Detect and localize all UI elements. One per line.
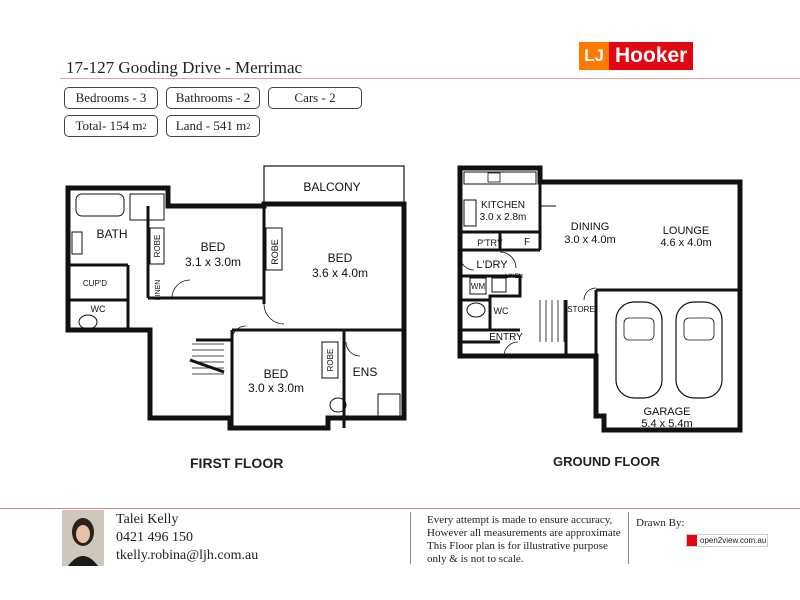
cars-text: Cars - 2 bbox=[294, 90, 336, 105]
car-2 bbox=[675, 301, 723, 399]
cupd-label: CUP'D bbox=[83, 279, 107, 288]
footer-divider-2 bbox=[628, 512, 629, 564]
wm-label: WM bbox=[471, 282, 486, 291]
agent-name: Talei Kelly bbox=[116, 512, 179, 527]
ens-label: ENS bbox=[353, 365, 378, 379]
car-1 bbox=[615, 301, 663, 399]
total-sq-mark: 2 bbox=[142, 121, 147, 131]
ground-floor-stairs bbox=[539, 300, 565, 342]
robe2-outline bbox=[265, 227, 283, 271]
ground-floor-labels: KITCHEN 3.0 x 2.8m P'TRY F DINING 3.0 x … bbox=[471, 200, 712, 430]
bath-vanity bbox=[71, 231, 83, 255]
drawn-by-label: Drawn By: bbox=[636, 517, 685, 529]
first-floor-plan bbox=[65, 165, 407, 431]
disclaimer-line-3: This Floor plan is for illustrative purp… bbox=[427, 540, 608, 552]
total-area-text: Total- 154 m bbox=[75, 118, 143, 133]
robe3-outline bbox=[321, 341, 339, 379]
property-address: 17-127 Gooding Drive - Merrimac bbox=[66, 58, 303, 77]
lounge-dimensions: 4.6 x 4.0m bbox=[660, 237, 711, 249]
disclaimer-line-1: Every attempt is made to ensure accuracy… bbox=[427, 514, 613, 526]
open2view-icon bbox=[687, 535, 697, 546]
robe1-outline bbox=[149, 227, 165, 265]
balcony-label: BALCONY bbox=[303, 180, 360, 194]
header-divider bbox=[60, 78, 800, 79]
shower-fixture bbox=[129, 193, 165, 221]
car-1-windscreen bbox=[623, 317, 655, 341]
garage-label: GARAGE bbox=[643, 406, 690, 418]
first-floor-stairs bbox=[192, 343, 224, 375]
kitchen-sink bbox=[487, 172, 501, 183]
agent-photo bbox=[62, 510, 104, 566]
pantry-label: P'TRY bbox=[477, 238, 503, 248]
kitchen-label: KITCHEN bbox=[481, 200, 525, 211]
footer-divider-1 bbox=[410, 512, 411, 564]
agent-phone[interactable]: 0421 496 150 bbox=[116, 530, 193, 545]
logo-mark: LJ bbox=[579, 42, 609, 70]
first-floor-labels: BALCONY BATH ROBE BED 3.1 x 3.0m ROBE BE… bbox=[83, 180, 377, 395]
ground-floor-internal-walls bbox=[460, 182, 740, 356]
kitchen-cooktop bbox=[463, 199, 477, 227]
first-floor-internal-walls bbox=[68, 206, 404, 428]
bed2-dimensions: 3.6 x 4.0m bbox=[312, 266, 368, 280]
ensuite-shower bbox=[377, 393, 401, 417]
first-floor-label: FIRST FLOOR bbox=[190, 455, 284, 471]
open2view-logo[interactable]: open2view.com.au bbox=[686, 534, 768, 547]
ground-floor-outer-wall bbox=[457, 165, 743, 433]
disclaimer: Every attempt is made to ensure accuracy… bbox=[427, 514, 627, 566]
wc-toilet bbox=[78, 314, 98, 330]
lj-hooker-logo: LJ Hooker bbox=[579, 42, 693, 70]
first-wc-label: WC bbox=[91, 304, 106, 314]
ground-floor-door-swings bbox=[459, 251, 597, 357]
first-floor-door-swings bbox=[171, 279, 361, 357]
dining-dimensions: 3.0 x 4.0m bbox=[564, 234, 615, 246]
floor-plans: BALCONY BATH ROBE BED 3.1 x 3.0m ROBE BE… bbox=[65, 165, 743, 433]
washing-machine bbox=[469, 277, 487, 295]
footer-divider bbox=[0, 508, 800, 509]
ground-wc-toilet bbox=[466, 302, 486, 318]
bedrooms-box: Bedrooms - 3 bbox=[64, 87, 158, 109]
bathrooms-text: Bathrooms - 2 bbox=[175, 90, 251, 105]
fridge-label: F bbox=[524, 237, 530, 248]
bed1-dimensions: 3.1 x 3.0m bbox=[185, 255, 241, 269]
cars-box: Cars - 2 bbox=[268, 87, 362, 109]
kitchen-dimensions: 3.0 x 2.8m bbox=[480, 212, 527, 223]
bed3-dimensions: 3.0 x 3.0m bbox=[248, 381, 304, 395]
bedrooms-text: Bedrooms - 3 bbox=[75, 90, 147, 105]
entry-label: ENTRY bbox=[489, 332, 523, 343]
land-sq-mark: 2 bbox=[246, 121, 251, 131]
laundry-label: L'DRY bbox=[476, 259, 508, 271]
logo-name: Hooker bbox=[615, 44, 688, 67]
ensuite-toilet bbox=[329, 397, 347, 413]
bed2-label: BED bbox=[328, 251, 353, 265]
store-label: STORE bbox=[567, 305, 594, 314]
ground-linen-label: LINEN bbox=[505, 274, 523, 280]
ground-wc-label: WC bbox=[494, 306, 509, 316]
disclaimer-line-2: However all measurements are approximate bbox=[427, 527, 621, 539]
bathtub-fixture bbox=[75, 193, 125, 217]
robe2-label: ROBE bbox=[270, 239, 280, 265]
land-area-text: Land - 541 m bbox=[175, 118, 247, 133]
garage-dimensions: 5.4 x 5.4m bbox=[641, 418, 692, 430]
bed3-label: BED bbox=[264, 367, 289, 381]
ground-floor-label: GROUND FLOOR bbox=[553, 454, 660, 469]
ground-floor-plan bbox=[457, 165, 743, 433]
open2view-brand: open2view.com.au bbox=[700, 536, 767, 545]
laundry-tub bbox=[491, 277, 507, 293]
bed1-label: BED bbox=[201, 240, 226, 254]
dining-label: DINING bbox=[571, 221, 610, 233]
robe1-label: ROBE bbox=[153, 235, 162, 258]
robe3-label: ROBE bbox=[326, 349, 335, 372]
kitchen-island bbox=[539, 186, 556, 207]
first-floor-outer-wall bbox=[65, 185, 407, 431]
car-2-windscreen bbox=[683, 317, 715, 341]
bath-label: BATH bbox=[96, 227, 127, 241]
disclaimer-line-4: only & is not to scale. bbox=[427, 553, 524, 565]
linen1-label: LINEN bbox=[155, 280, 162, 301]
kitchen-bench bbox=[463, 171, 537, 185]
lounge-label: LOUNGE bbox=[663, 225, 709, 237]
agent-email[interactable]: tkelly.robina@ljh.com.au bbox=[116, 548, 259, 563]
bathrooms-box: Bathrooms - 2 bbox=[166, 87, 260, 109]
